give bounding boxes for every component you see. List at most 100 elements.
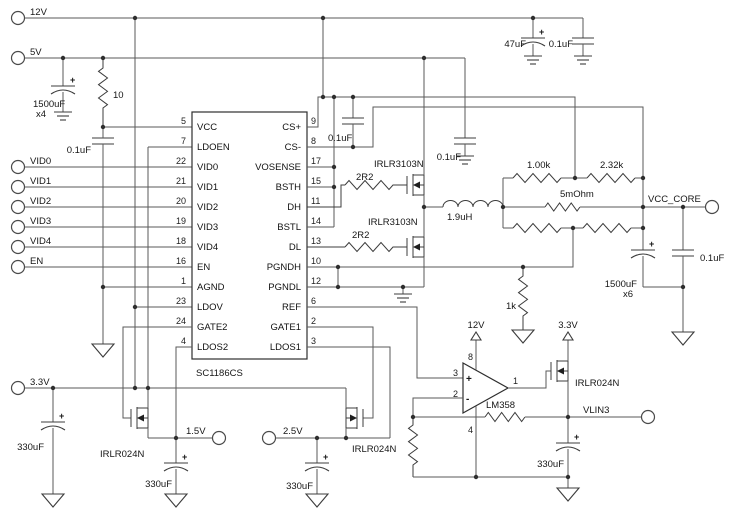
label-0.1uf: 0.1uF (67, 145, 91, 156)
plus-sign: + (539, 27, 544, 37)
label-1500uf-x4: 1500uF (33, 99, 65, 110)
rail-5v: 5V (10, 47, 465, 66)
label-lm358: LM358 (486, 400, 515, 411)
svg-text:12: 12 (311, 276, 321, 286)
label-x4: x4 (36, 109, 46, 120)
ground-earth-icon (574, 55, 592, 65)
label-12v-flag: 12V (468, 320, 486, 331)
mosfet-irlr024n-2v5-icon (345, 407, 364, 429)
label-12v: 12V (30, 7, 48, 18)
ground-triangle-icon (40, 493, 66, 508)
svg-text:CS-: CS- (285, 142, 301, 153)
res-1k: 1k (506, 267, 536, 344)
svg-text:VID2: VID2 (197, 202, 218, 213)
opamp-pin3: 3 (453, 368, 458, 378)
svg-text:GATE1: GATE1 (271, 322, 301, 333)
mosfet-irlr3103n-high-icon (406, 174, 425, 196)
terminal-1.5v (211, 430, 227, 446)
label-vid1: VID1 (30, 176, 51, 187)
cap-0.1uf-5v: 0.1uF (437, 58, 476, 165)
svg-text:7: 7 (181, 136, 186, 146)
svg-text:14: 14 (311, 216, 321, 226)
svg-text:15: 15 (311, 176, 321, 186)
svg-text:DH: DH (287, 202, 301, 213)
svg-text:13: 13 (311, 236, 321, 246)
label-1.00k: 1.00k (527, 160, 550, 171)
ldo-2v5: 2.5V IRLR024N + 330uF (261, 326, 396, 508)
cap-0.1uf-vcc: 0.1uF (67, 127, 116, 358)
ground-earth-icon (456, 155, 474, 165)
svg-text:16: 16 (176, 256, 186, 266)
label-vid0: VID0 (30, 156, 51, 167)
ground-triangle-icon (510, 329, 536, 344)
svg-text:VOSENSE: VOSENSE (255, 162, 301, 173)
svg-text:VID1: VID1 (197, 182, 218, 193)
terminals-vid-en: VID0 VID1 VID2 VID3 VID4 EN (10, 156, 192, 275)
minus-input-sign: - (466, 394, 469, 405)
label-330uf: 330uF (286, 481, 313, 492)
label-vid4: VID4 (30, 236, 51, 247)
svg-text:EN: EN (197, 262, 210, 273)
vlin3-regulator: + - 3 2 8 4 1 LM358 12V IRLR024N 3.3V (307, 306, 656, 502)
terminal-12v (10, 10, 26, 26)
plus-input-sign: + (466, 374, 472, 385)
label-0.1uf: 0.1uF (700, 253, 724, 264)
ic-sc1186cs: SC1186CS 5 7 22 21 20 19 18 16 1 23 24 4… (176, 111, 321, 379)
svg-text:21: 21 (176, 176, 186, 186)
svg-text:1: 1 (181, 276, 186, 286)
label-irlr024n-2v5: IRLR024N (352, 444, 396, 455)
label-3.3v: 3.3V (30, 377, 50, 388)
plus-sign: + (323, 452, 328, 462)
label-2r2-bot: 2R2 (352, 230, 369, 241)
svg-text:17: 17 (311, 156, 321, 166)
terminal-5v (10, 50, 26, 66)
label-330uf: 330uF (17, 442, 44, 453)
terminal-2.5v (261, 430, 277, 446)
cap-1500uf-x4: + 1500uF x4 (33, 58, 76, 121)
rail-12v: 12V (10, 7, 583, 26)
svg-text:23: 23 (176, 296, 186, 306)
pgnd-net (307, 228, 574, 303)
mosfet-irlr3103n-low-icon (406, 236, 425, 258)
terminal-vcc-core (704, 199, 720, 215)
svg-text:9: 9 (311, 116, 316, 126)
ground-triangle-icon (163, 493, 189, 508)
label-en: EN (30, 256, 43, 267)
svg-text:LDOV: LDOV (197, 302, 224, 313)
plus-sign: + (574, 432, 579, 442)
label-2r2-top: 2R2 (356, 172, 373, 183)
svg-text:PGNDL: PGNDL (268, 282, 301, 293)
svg-text:LDOS2: LDOS2 (197, 342, 228, 353)
label-irlr024n-vlin3: IRLR024N (575, 378, 619, 389)
label-330uf: 330uF (145, 479, 172, 490)
opamp-pin8: 8 (468, 352, 473, 362)
cap-47uf: + 47uF (504, 18, 546, 65)
svg-text:VID0: VID0 (197, 162, 218, 173)
label-vid2: VID2 (30, 196, 51, 207)
label-2.5v: 2.5V (283, 426, 303, 437)
label-1.9uh: 1.9uH (447, 212, 472, 223)
inductor-icon (442, 200, 504, 208)
opamp-pin2: 2 (453, 389, 458, 399)
label-0.1uf: 0.1uF (549, 39, 573, 50)
svg-text:3: 3 (311, 336, 316, 346)
label-irlr024n-1v5: IRLR024N (100, 449, 144, 460)
svg-text:6: 6 (311, 296, 316, 306)
svg-text:8: 8 (311, 136, 316, 146)
terminal-3.3v (10, 380, 26, 396)
label-2.32k: 2.32k (600, 160, 623, 171)
svg-text:VID4: VID4 (197, 242, 218, 253)
plus-sign: + (70, 75, 75, 85)
res-10-ohm: 10 (97, 58, 124, 128)
svg-text:20: 20 (176, 196, 186, 206)
label-vcc-core: VCC_CORE (648, 194, 701, 205)
svg-text:22: 22 (176, 156, 186, 166)
plus-sign: + (59, 411, 64, 421)
svg-text:VID3: VID3 (197, 222, 218, 233)
label-5mohm: 5mOhm (560, 189, 594, 200)
svg-text:19: 19 (176, 216, 186, 226)
power-arrow-12v-icon (470, 330, 482, 341)
svg-text:AGND: AGND (197, 282, 225, 293)
